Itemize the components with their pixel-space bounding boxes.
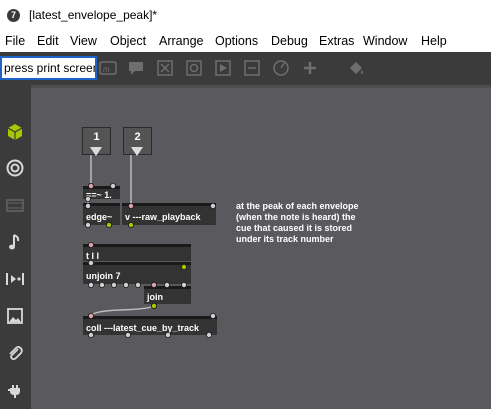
left-sidebar	[0, 85, 31, 409]
unjoin-text: unjoin 7	[86, 271, 121, 281]
coll-object[interactable]: coll ---latest_cue_by_track	[83, 316, 217, 335]
menu-extras[interactable]: Extras	[319, 34, 355, 48]
comment-line-2: (when the note is heard) the	[236, 212, 356, 222]
patch-comment: at the peak of each envelope (when the n…	[236, 201, 359, 245]
close-box-icon[interactable]	[156, 59, 174, 77]
edge-object[interactable]: edge~	[83, 203, 120, 225]
comment-icon[interactable]	[127, 59, 145, 77]
menu-window[interactable]: Window	[363, 34, 408, 48]
svg-text:m: m	[103, 65, 110, 74]
menu-debug[interactable]: Debug	[271, 34, 308, 48]
inlet-1[interactable]: 1	[82, 127, 111, 156]
circle-target-icon[interactable]	[5, 158, 25, 178]
comment-line-4: under its track number	[236, 234, 334, 244]
menu-options[interactable]: Options	[215, 34, 259, 48]
canvas-edge	[31, 85, 491, 88]
toolbar: press print screen m	[0, 52, 491, 85]
menu-bar: File Edit View Object Arrange Options De…	[0, 31, 491, 52]
plus-icon[interactable]	[301, 59, 319, 77]
sequence-icon[interactable]	[5, 269, 25, 289]
menu-object[interactable]: Object	[110, 34, 147, 48]
play-icon[interactable]	[214, 59, 232, 77]
signal-compare-text: ==~ 1.	[86, 190, 112, 199]
comment-line-3: cue that caused it is stored	[236, 223, 353, 233]
minus-box-icon[interactable]	[243, 59, 261, 77]
film-icon[interactable]	[5, 195, 25, 215]
dial-icon[interactable]	[272, 59, 290, 77]
unjoin-object[interactable]: unjoin 7	[83, 262, 191, 284]
down-arrow-icon	[131, 147, 143, 156]
paint-bucket-icon[interactable]	[347, 59, 365, 77]
signal-compare-object[interactable]: ==~ 1.	[83, 186, 120, 199]
cube-icon[interactable]	[5, 122, 25, 142]
paperclip-icon[interactable]	[5, 343, 25, 363]
trigger-object[interactable]: t l l	[83, 244, 191, 261]
down-arrow-icon	[90, 147, 102, 156]
menu-help[interactable]: Help	[421, 34, 447, 48]
music-note-icon[interactable]	[5, 232, 25, 252]
menu-view[interactable]: View	[70, 34, 97, 48]
join-text: join	[147, 292, 163, 302]
menu-arrange[interactable]: Arrange	[159, 34, 204, 48]
message-icon[interactable]: m	[99, 59, 117, 77]
object-text-input[interactable]: press print screen	[0, 56, 97, 80]
menu-edit[interactable]: Edit	[37, 34, 59, 48]
join-object[interactable]: join	[144, 286, 191, 304]
title-bar: 7 [latest_envelope_peak]*	[0, 0, 491, 31]
comment-line-1: at the peak of each envelope	[236, 201, 359, 211]
coll-text: coll ---latest_cue_by_track	[86, 323, 200, 333]
inlet-2[interactable]: 2	[123, 127, 152, 156]
value-raw-playback-text: v ---raw_playback	[125, 212, 201, 222]
trigger-text: t l l	[86, 251, 99, 261]
inlet-2-label: 2	[134, 131, 141, 143]
app-icon: 7	[7, 9, 20, 22]
value-raw-playback-object[interactable]: v ---raw_playback	[122, 203, 216, 225]
inlet-1-label: 1	[93, 131, 100, 143]
target-icon[interactable]	[185, 59, 203, 77]
menu-file[interactable]: File	[5, 34, 26, 48]
image-icon[interactable]	[5, 306, 25, 326]
plug-icon[interactable]	[5, 380, 25, 400]
window-title: [latest_envelope_peak]*	[29, 8, 158, 22]
edge-text: edge~	[86, 212, 113, 222]
